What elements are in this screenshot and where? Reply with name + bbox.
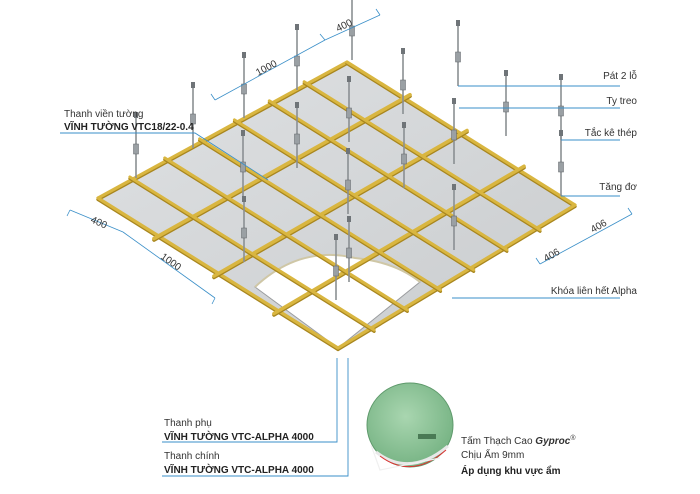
main-channel: [152, 92, 412, 241]
leader-lines: [60, 85, 620, 477]
steel-anchor: [242, 52, 246, 58]
cross-channel: [267, 99, 509, 252]
steel-anchor: [242, 196, 246, 202]
turnbuckle: [241, 227, 247, 239]
cross-channel: [302, 80, 542, 232]
turnbuckle: [451, 215, 457, 227]
steel-anchor: [347, 76, 351, 82]
label-ty-treo: Ty treo: [606, 96, 637, 107]
turnbuckle: [190, 113, 196, 125]
label-thanh-phu-product: VĨNH TƯỜNG VTC-ALPHA 4000: [164, 430, 314, 443]
hanger-rods: [133, 0, 564, 300]
board-title: Tấm Thạch Cao Gyproc®: [461, 434, 576, 447]
turnbuckle: [346, 107, 352, 119]
turnbuckle: [133, 143, 139, 155]
steel-anchor: [401, 48, 405, 54]
steel-anchor: [334, 234, 338, 240]
steel-anchor: [134, 112, 138, 118]
turnbuckle: [345, 179, 351, 191]
steel-anchor: [295, 102, 299, 108]
turnbuckle: [240, 161, 246, 173]
turnbuckle: [400, 79, 406, 91]
turnbuckle: [349, 25, 355, 37]
board-logo-mark: [418, 434, 436, 439]
turnbuckle: [294, 133, 300, 145]
main-channel: [212, 128, 469, 278]
turnbuckle: [401, 153, 407, 165]
steel-anchor: [191, 82, 195, 88]
gypsum-board-sample: [366, 382, 454, 471]
label-thanh-vien-product: VĨNH TƯỜNG VTC18/22-0.4: [64, 120, 194, 133]
cross-channel: [128, 175, 376, 332]
dim-right-406-a: 406: [589, 218, 609, 236]
steel-anchor: [504, 70, 508, 76]
steel-anchor: [295, 24, 299, 30]
turnbuckle: [346, 247, 352, 259]
dim-left-400: 400: [89, 215, 109, 232]
label-thanh-chinh-product: VĨNH TƯỜNG VTC-ALPHA 4000: [164, 463, 314, 476]
turnbuckle: [558, 105, 564, 117]
main-channel: [272, 164, 526, 316]
label-khoa-lien-het: Khóa liên hết Alpha: [551, 285, 638, 297]
steel-anchor: [559, 74, 563, 80]
turnbuckle: [294, 55, 300, 67]
label-thanh-phu-title: Thanh phụ: [164, 418, 212, 429]
dim-top-1000: 1000: [254, 58, 279, 78]
steel-anchor: [456, 20, 460, 26]
steel-anchor: [452, 184, 456, 190]
cross-channel: [198, 137, 443, 292]
steel-anchor: [402, 122, 406, 128]
board-usage: Áp dụng khu vực ẩm: [461, 464, 561, 477]
board-subtitle: Chịu Ẩm 9mm: [461, 448, 524, 461]
steel-anchor: [346, 148, 350, 154]
steel-anchor: [347, 216, 351, 222]
turnbuckle: [455, 51, 461, 63]
turnbuckle: [503, 101, 509, 113]
steel-anchor: [452, 98, 456, 104]
turnbuckle: [451, 129, 457, 141]
turnbuckle: [333, 265, 339, 277]
label-thanh-chinh-title: Thanh chính: [164, 451, 220, 462]
label-pat-2-lo: Pát 2 lỗ: [603, 69, 637, 82]
steel-anchor: [241, 130, 245, 136]
label-tang-do: Tăng đơ: [599, 182, 637, 193]
turnbuckle: [558, 161, 564, 173]
cross-channel: [163, 156, 409, 312]
steel-anchor: [559, 130, 563, 136]
label-thanh-vien-title: Thanh viền tường: [64, 108, 143, 120]
ceiling-frame: [96, 60, 577, 352]
cross-channel: [232, 118, 476, 272]
dim-left-1000: 1000: [158, 251, 183, 273]
dim-right-406-b: 406: [542, 247, 562, 265]
label-tac-ke-thep: Tắc kê thép: [585, 126, 638, 139]
dimension-lines: [66, 8, 633, 305]
